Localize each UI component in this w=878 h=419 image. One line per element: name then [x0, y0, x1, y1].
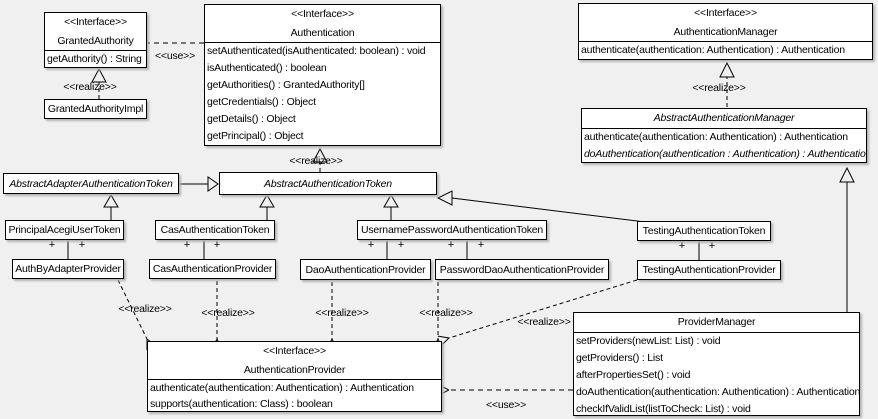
- class-box-abstract-authentication-token: AbstractAuthenticationToken: [219, 172, 437, 195]
- realize-label: <<realize>>: [289, 155, 343, 167]
- method: afterPropertiesSet() : void: [576, 369, 691, 381]
- plus-label: +: [213, 239, 221, 251]
- class-name: AuthenticationManager: [673, 26, 778, 38]
- class-box-auth-by-adapter-provider: AuthByAdapterProvider: [12, 259, 124, 279]
- class-box-cas-authentication-provider: CasAuthenticationProvider: [149, 259, 276, 279]
- method: isAuthenticated() : boolean: [207, 62, 327, 74]
- plus-label: +: [678, 240, 686, 252]
- method: setProviders(newList: List) : void: [576, 335, 721, 347]
- class-name: TestingAuthenticationProvider: [642, 264, 776, 276]
- class-box-granted-authority-impl: GrantedAuthorityImpl: [44, 99, 147, 119]
- class-name: TestingAuthenticationToken: [642, 225, 766, 237]
- class-name: PrincipalAcegiUserToken: [8, 224, 121, 236]
- realize-label: <<realize>>: [63, 81, 117, 93]
- class-name: Authentication: [290, 27, 355, 39]
- plus-label: +: [447, 239, 455, 251]
- class-box-abstract-authentication-manager: AbstractAuthenticationManager authentica…: [581, 108, 867, 163]
- class-name: CasAuthenticationToken: [160, 224, 270, 236]
- class-name: DaoAuthenticationProvider: [305, 263, 426, 276]
- class-box-principal-acegi-user-token: PrincipalAcegiUserToken: [5, 220, 124, 240]
- use-label: <<use>>: [485, 399, 527, 411]
- stereotype: <<Interface>>: [291, 8, 354, 20]
- class-box-granted-authority: <<Interface>> GrantedAuthority getAuthor…: [44, 12, 147, 68]
- class-box-dao-authentication-provider: DaoAuthenticationProvider: [300, 259, 431, 280]
- class-box-authentication-provider: <<Interface>> AuthenticationProvider aut…: [147, 341, 442, 412]
- stereotype: <<Interface>>: [694, 7, 757, 19]
- class-box-provider-manager: ProviderManager setProviders(newList: Li…: [573, 312, 860, 416]
- realize-label: <<realize>>: [315, 307, 369, 319]
- realize-label: <<realize>>: [201, 307, 255, 319]
- class-name: UsernamePasswordAuthenticationToken: [360, 224, 544, 236]
- method: doAuthentication(authentication: Authent…: [576, 386, 859, 398]
- method: doAuthentication(authentication : Authen…: [584, 148, 866, 160]
- realize-label: <<realize>>: [692, 82, 746, 94]
- use-label: <<use>>: [154, 50, 196, 62]
- plus-label: +: [183, 239, 191, 251]
- class-name: GrantedAuthorityImpl: [47, 103, 144, 115]
- class-box-authentication-manager: <<Interface>> AuthenticationManager auth…: [578, 3, 873, 60]
- method: authenticate(authentication: Authenticat…: [584, 131, 848, 143]
- plus-label: +: [397, 239, 405, 251]
- class-box-testing-authentication-provider: TestingAuthenticationProvider: [637, 260, 781, 280]
- class-name: ProviderManager: [574, 313, 859, 333]
- class-name: AbstractAuthenticationManager: [582, 109, 866, 129]
- plus-label: +: [367, 239, 375, 251]
- class-box-abstract-adapter-authentication-token: AbstractAdapterAuthenticationToken: [3, 173, 179, 194]
- realize-label: <<realize>>: [118, 303, 172, 315]
- class-name: CasAuthenticationProvider: [152, 263, 273, 275]
- class-box-cas-authentication-token: CasAuthenticationToken: [155, 220, 275, 240]
- class-box-username-password-authentication-token: UsernamePasswordAuthenticationToken: [357, 220, 547, 240]
- plus-label: +: [477, 239, 485, 251]
- method: authenticate(authentication: Authenticat…: [581, 44, 845, 56]
- method: authenticate(authentication: Authenticat…: [150, 382, 414, 394]
- method: getDetails() : Object: [207, 113, 296, 125]
- method: getAuthorities() : GrantedAuthority[]: [207, 79, 365, 91]
- stereotype: <<Interface>>: [263, 345, 326, 357]
- realize-label: <<realize>>: [517, 316, 571, 328]
- class-name: GrantedAuthority: [57, 35, 134, 47]
- method: getPrincipal() : Object: [207, 130, 304, 142]
- plus-label: +: [708, 240, 716, 252]
- method: getProviders() : List: [576, 352, 663, 364]
- class-name: AuthByAdapterProvider: [15, 263, 121, 275]
- class-box-authentication: <<Interface>> Authentication setAuthenti…: [204, 4, 441, 146]
- method: setAuthenticated(isAuthenticated: boolea…: [207, 45, 426, 57]
- class-name: AuthenticationProvider: [243, 364, 346, 376]
- plus-label: +: [78, 239, 86, 251]
- method: getAuthority() : String: [47, 53, 142, 65]
- method: checkIfValidList(listToCheck: List) : vo…: [576, 403, 751, 415]
- stereotype: <<Interface>>: [64, 16, 127, 28]
- plus-label: +: [48, 239, 56, 251]
- method: getCredentials() : Object: [207, 96, 316, 108]
- realize-label: <<realize>>: [419, 307, 473, 319]
- class-name: AbstractAuthenticationToken: [264, 177, 392, 190]
- class-box-testing-authentication-token: TestingAuthenticationToken: [637, 221, 771, 241]
- class-name: PasswordDaoAuthenticationProvider: [439, 263, 605, 276]
- class-name: AbstractAdapterAuthenticationToken: [9, 177, 173, 190]
- method: supports(authentication: Class) : boolea…: [150, 398, 333, 410]
- class-box-password-dao-authentication-provider: PasswordDaoAuthenticationProvider: [435, 259, 609, 280]
